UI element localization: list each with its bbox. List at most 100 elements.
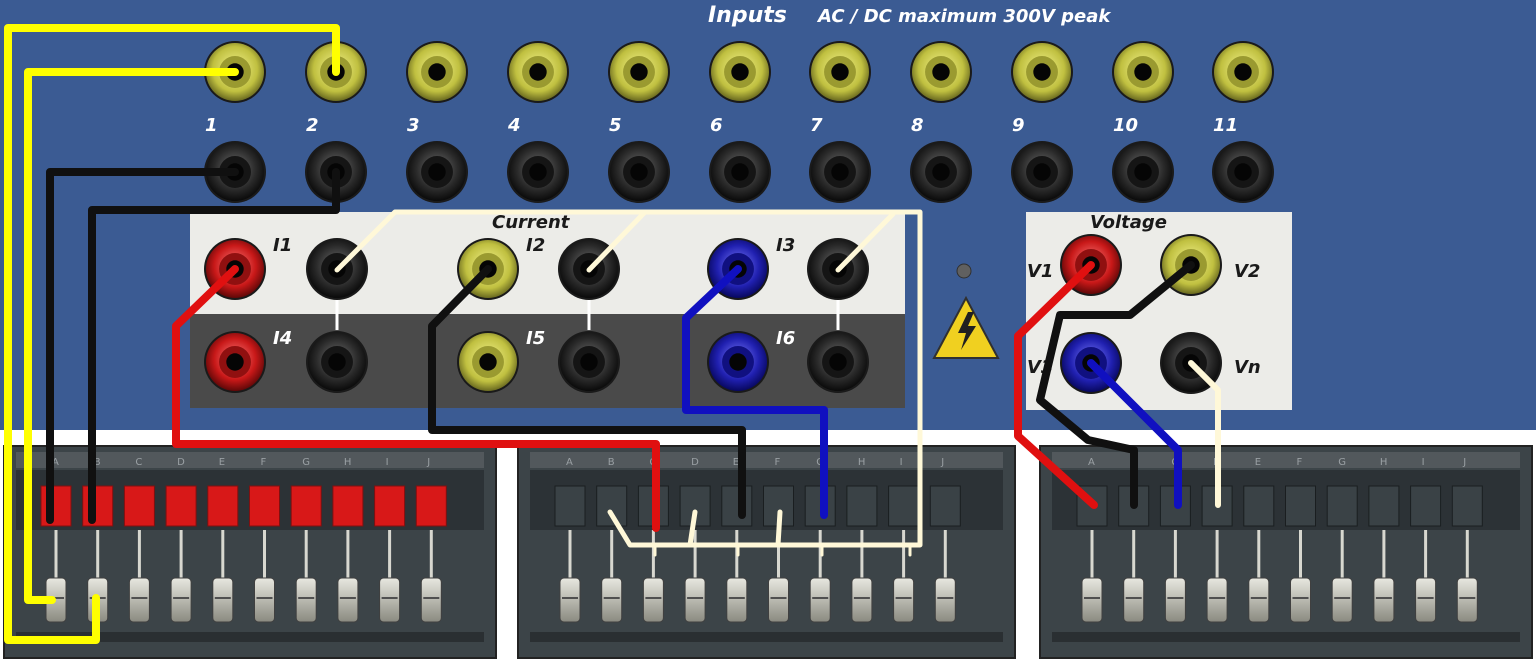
input-socket-8-yellow[interactable] — [910, 41, 972, 103]
terminal-switch-red[interactable] — [165, 485, 197, 527]
voltage-group-title: Voltage — [1090, 212, 1167, 233]
terminal-screw[interactable] — [420, 577, 442, 623]
terminal-switch[interactable] — [846, 485, 878, 527]
terminal-screw[interactable] — [212, 577, 234, 623]
current-socket-i6-return[interactable] — [807, 331, 869, 393]
terminal-switch-red[interactable] — [290, 485, 322, 527]
terminal-switch[interactable] — [1285, 485, 1316, 527]
voltage-label-v1: V1 — [1027, 261, 1053, 282]
terminal-switch[interactable] — [596, 485, 628, 527]
terminal-switch[interactable] — [1326, 485, 1358, 527]
panel-title: Inputs — [708, 3, 787, 28]
terminal-screw[interactable] — [1164, 577, 1186, 623]
terminal-letter: H — [344, 457, 352, 468]
terminal-screw[interactable] — [726, 577, 748, 623]
input-number-label: 4 — [507, 115, 521, 136]
terminal-screw[interactable] — [254, 577, 275, 623]
input-socket-11-yellow[interactable] — [1212, 41, 1274, 103]
terminal-screw[interactable] — [1331, 577, 1353, 623]
wire-red-i1 — [172, 265, 660, 532]
current-group-title: Current — [492, 212, 571, 233]
input-number-label: 8 — [911, 115, 924, 136]
terminal-screw[interactable] — [684, 577, 706, 623]
terminal-letter: B — [94, 457, 101, 468]
input-number-label: 7 — [810, 115, 823, 136]
terminal-letter: F — [261, 457, 267, 468]
terminal-screw[interactable] — [1123, 577, 1145, 623]
terminal-screw[interactable] — [1206, 577, 1228, 623]
input-socket-5-yellow[interactable] — [608, 41, 670, 103]
terminal-letter: I — [900, 457, 903, 468]
terminal-switch[interactable] — [1451, 485, 1483, 527]
wire-black-i2 — [428, 265, 746, 519]
terminal-letter: H — [1380, 457, 1388, 468]
wire-i3-return — [835, 211, 896, 273]
terminal-screw[interactable] — [642, 577, 664, 623]
current-group-panel-lower — [190, 314, 905, 408]
input-socket-4-yellow[interactable] — [507, 41, 569, 103]
current-socket-i4-return[interactable] — [306, 331, 368, 393]
input-number-label: 11 — [1213, 115, 1238, 136]
terminal-screw[interactable] — [170, 577, 192, 623]
terminal-screw[interactable] — [1290, 577, 1311, 623]
terminal-screw[interactable] — [379, 577, 401, 623]
input-socket-9-black[interactable] — [1011, 141, 1073, 203]
current-socket-i5[interactable] — [457, 331, 519, 393]
terminal-screw[interactable] — [851, 577, 873, 623]
terminal-switch-red[interactable] — [207, 485, 239, 527]
terminal-screw[interactable] — [295, 577, 317, 623]
terminal-screw[interactable] — [1248, 577, 1270, 623]
input-socket-8-black[interactable] — [910, 141, 972, 203]
input-number-label: 2 — [306, 115, 319, 136]
current-socket-i5-return[interactable] — [558, 331, 620, 393]
terminal-switch-red[interactable] — [332, 485, 364, 527]
current-socket-i4[interactable] — [204, 331, 266, 393]
terminal-switch-red[interactable] — [123, 485, 155, 527]
input-socket-3-yellow[interactable] — [406, 41, 468, 103]
input-socket-7-yellow[interactable] — [809, 41, 871, 103]
input-number-label: 1 — [205, 115, 218, 136]
input-socket-3-black[interactable] — [406, 141, 468, 203]
input-socket-10-yellow[interactable] — [1112, 41, 1174, 103]
terminal-screw[interactable] — [337, 577, 359, 623]
input-socket-6-black[interactable] — [709, 141, 771, 203]
terminal-letter: I — [1422, 457, 1425, 468]
terminal-screw[interactable] — [1456, 577, 1478, 623]
terminal-switch[interactable] — [888, 485, 920, 527]
terminal-switch-red[interactable] — [415, 485, 447, 527]
terminal-screw[interactable] — [893, 577, 915, 623]
terminal-screw[interactable] — [1415, 577, 1437, 623]
terminal-screw[interactable] — [128, 577, 150, 623]
terminal-switch-red[interactable] — [249, 485, 280, 527]
terminal-screw[interactable] — [809, 577, 831, 623]
terminal-letter: G — [302, 457, 310, 468]
input-socket-7-black[interactable] — [809, 141, 871, 203]
terminal-switch[interactable] — [554, 485, 586, 527]
terminal-switch[interactable] — [1368, 485, 1400, 527]
terminal-screw[interactable] — [934, 577, 956, 623]
input-socket-10-black[interactable] — [1112, 141, 1174, 203]
terminal-switch[interactable] — [721, 485, 753, 527]
input-socket-11-black[interactable] — [1212, 141, 1274, 203]
terminal-switch-red[interactable] — [40, 485, 72, 527]
input-socket-5-black[interactable] — [608, 141, 670, 203]
input-socket-4-black[interactable] — [507, 141, 569, 203]
terminal-switch-red[interactable] — [374, 485, 406, 527]
terminal-screw[interactable] — [768, 577, 789, 623]
terminal-letter: F — [775, 457, 781, 468]
terminal-screw[interactable] — [601, 577, 623, 623]
terminal-letter: C — [135, 457, 142, 468]
input-socket-9-yellow[interactable] — [1011, 41, 1073, 103]
input-socket-6-yellow[interactable] — [709, 41, 771, 103]
terminal-switch-red[interactable] — [82, 485, 114, 527]
terminal-switch[interactable] — [929, 485, 961, 527]
terminal-screw[interactable] — [1081, 577, 1103, 623]
terminal-screw[interactable] — [1373, 577, 1395, 623]
input-number-label: 10 — [1113, 115, 1138, 136]
terminal-screw[interactable] — [559, 577, 581, 623]
current-socket-i6[interactable] — [707, 331, 769, 393]
terminal-switch[interactable] — [1410, 485, 1442, 527]
terminal-switch[interactable] — [1243, 485, 1275, 527]
